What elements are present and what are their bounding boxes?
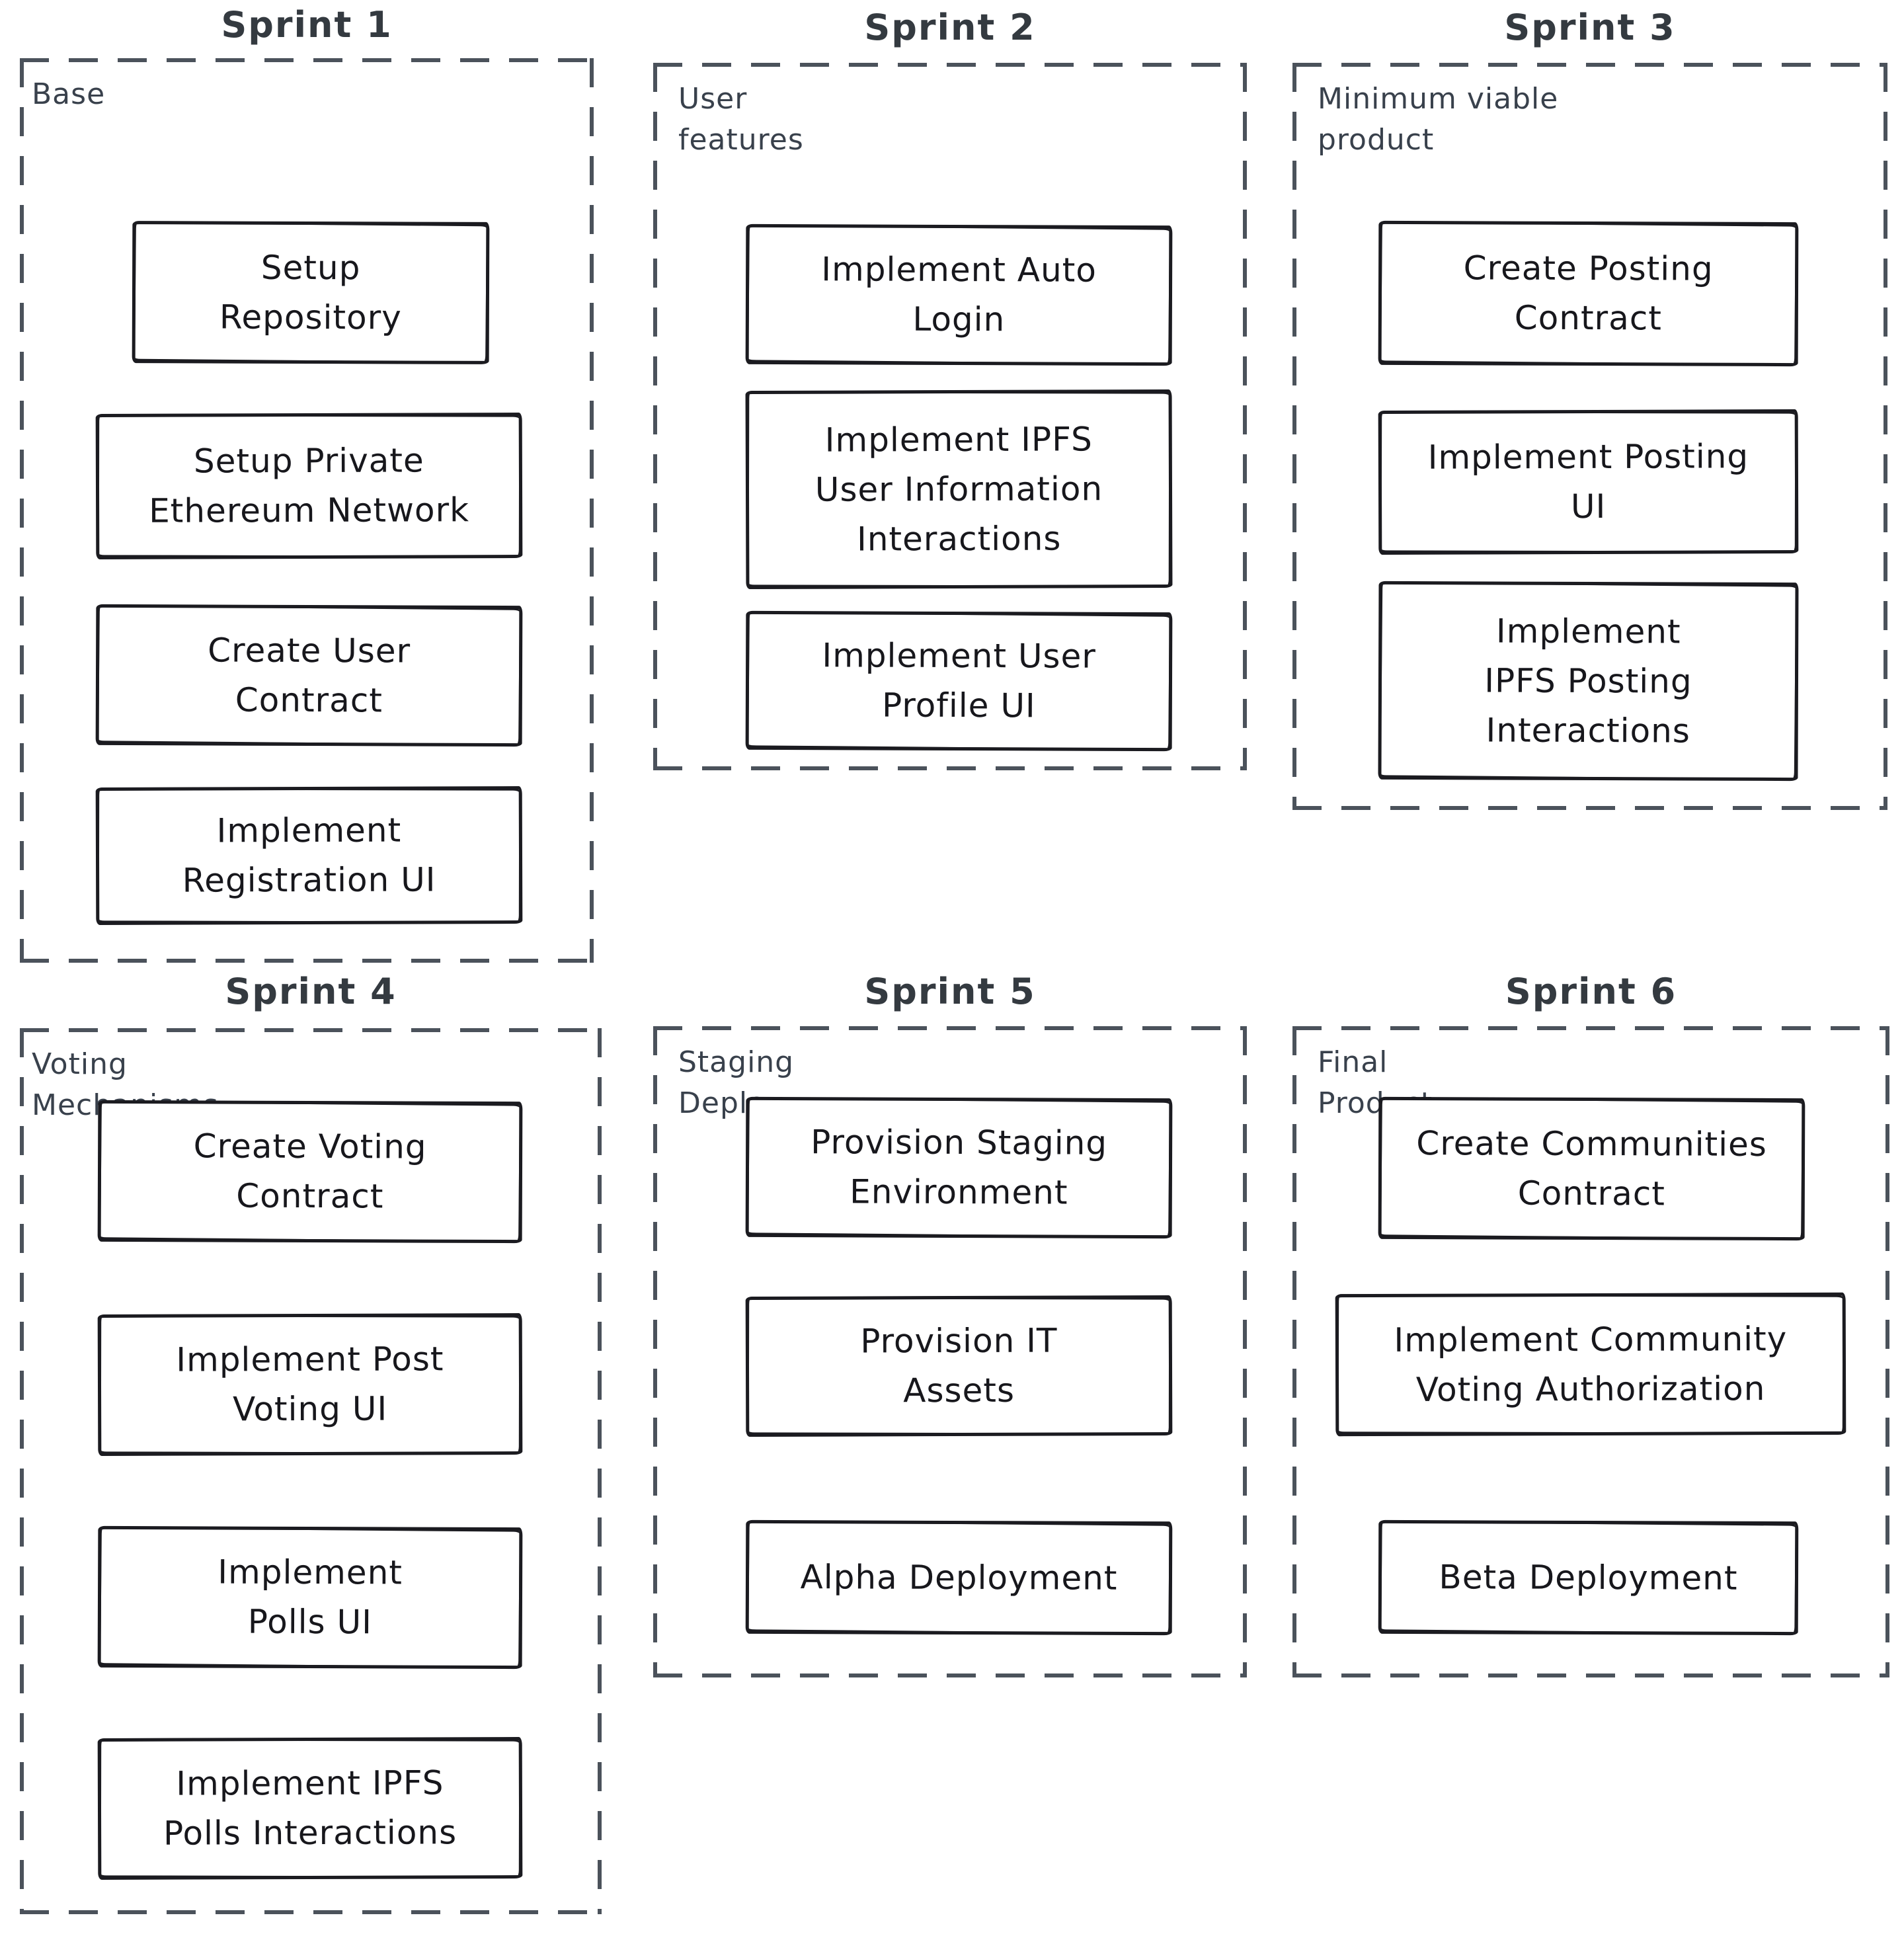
- sprint-1-title: Sprint 1: [221, 4, 393, 46]
- dashed-border-left: [1292, 1026, 1296, 1677]
- sprint-4-container: Voting Mechanisms Create Voting Contract…: [20, 1028, 602, 1914]
- dashed-border-top: [20, 58, 594, 62]
- sprint-5-title: Sprint 5: [864, 971, 1036, 1012]
- sprint-4-title: Sprint 4: [225, 971, 397, 1012]
- dashed-border-right: [1884, 63, 1887, 810]
- dashed-border-right: [1885, 1026, 1889, 1677]
- sprint-3-title: Sprint 3: [1504, 7, 1676, 48]
- sprint-5-label: Staging Deploy: [678, 1045, 795, 1120]
- sprint-3-label: Minimum viable product: [1318, 82, 1559, 157]
- dashed-border-left: [20, 58, 24, 963]
- dashed-border-left: [653, 1026, 657, 1677]
- sprint-6-title: Sprint 6: [1505, 971, 1677, 1012]
- dashed-border-left: [20, 1028, 24, 1914]
- sprint-2-title: Sprint 2: [864, 7, 1036, 48]
- dashed-border-left: [1292, 63, 1296, 810]
- dashed-border-top: [1292, 1026, 1889, 1030]
- sprint-5-container: Staging Deploy Provision Staging Environ…: [653, 1026, 1247, 1677]
- dashed-border-right: [1243, 1026, 1247, 1677]
- dashed-border-right: [590, 58, 594, 963]
- dashed-border-top: [653, 63, 1247, 67]
- task-beta-deployment: Beta Deployment: [1378, 1519, 1799, 1636]
- dashed-border-bottom: [653, 1674, 1247, 1677]
- dashed-border-top: [20, 1028, 602, 1032]
- dashed-border-bottom: [20, 959, 594, 963]
- dashed-border-bottom: [1292, 1674, 1889, 1677]
- dashed-border-top: [653, 1026, 1247, 1030]
- task-implement-community-voting-authorization: Implement Community Voting Authorization: [1335, 1292, 1846, 1437]
- dashed-border-left: [653, 63, 657, 770]
- task-create-communities-contract: Create Communities Contract: [1378, 1096, 1805, 1241]
- sprint-2-container: User features Implement Auto Login Imple…: [653, 63, 1247, 770]
- dashed-border-bottom: [1292, 806, 1887, 810]
- sprint-2-label: User features: [678, 82, 804, 157]
- dashed-border-bottom: [20, 1910, 602, 1914]
- dashed-border-right: [598, 1028, 602, 1914]
- sprint-1-label: Base: [32, 77, 106, 111]
- dashed-border-top: [1292, 63, 1887, 67]
- sprint-3-container: Minimum viable product Create Posting Co…: [1292, 63, 1887, 810]
- sprint-6-container: Final Product Create Communities Contrac…: [1292, 1026, 1889, 1677]
- sprint-1-container: Base Setup Repository Setup Private Ethe…: [20, 58, 594, 963]
- dashed-border-right: [1243, 63, 1247, 770]
- dashed-border-bottom: [653, 766, 1247, 770]
